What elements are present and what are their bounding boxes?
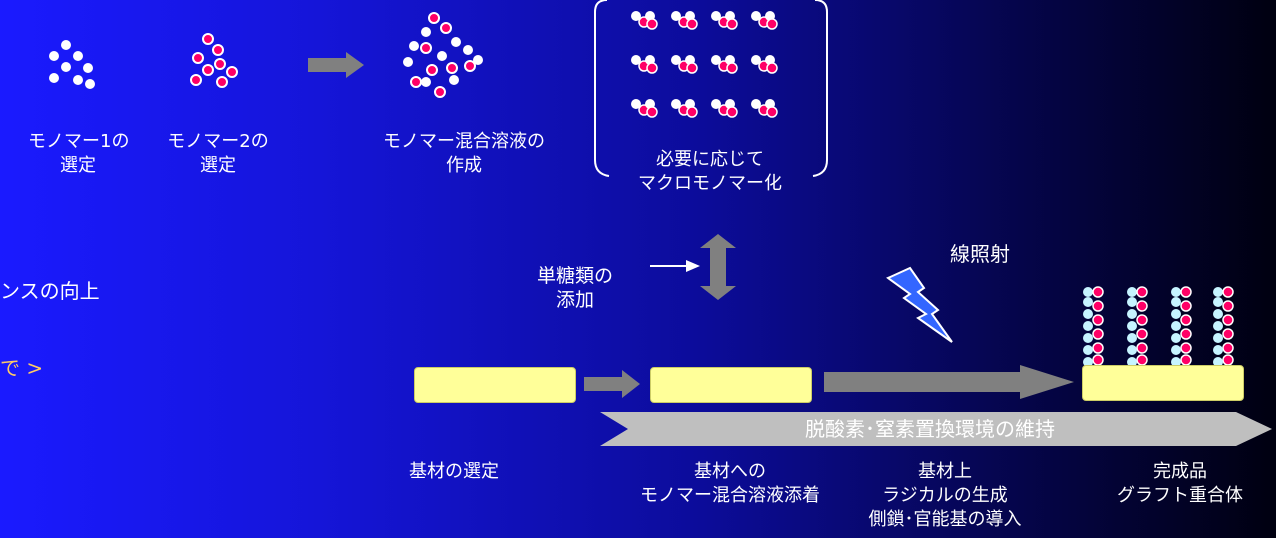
coating-label-line2: モノマー混合溶液添着	[640, 485, 820, 506]
graft-polymer-chains-icon	[1082, 286, 1234, 368]
monomer1-label: モノマー1の 選定	[28, 130, 130, 178]
arrow-coating-to-product-icon	[824, 365, 1074, 399]
monosaccharide-label-line2: 添加	[555, 289, 594, 311]
macromonomer-label-line2: マクロモノマー化	[638, 173, 782, 194]
mixture-label-line1: モノマー混合溶液の	[383, 131, 545, 152]
macromonomer-grid-icon	[630, 10, 778, 118]
radical-label: 基材上 ラジカルの生成 側鎖･官能基の導入	[850, 460, 1040, 532]
substrate-1	[414, 367, 576, 403]
environment-band-label: 脱酸素･窒素置換環境の維持	[805, 417, 1055, 441]
substrate-2	[650, 367, 812, 403]
monomer1-label-line1: モノマー1の	[28, 131, 130, 152]
monomer1-cluster-icon	[49, 40, 95, 89]
coating-label-line1: 基材への	[694, 461, 766, 482]
monomer2-label-line1: モノマー2の	[167, 131, 269, 152]
irradiation-label: 線照射	[950, 242, 1010, 266]
substrate-product	[1082, 365, 1244, 401]
mixture-label-line2: 作成	[446, 155, 482, 176]
double-vertical-arrow-icon	[700, 234, 736, 300]
monosaccharide-label: 単糖類の 添加	[520, 264, 630, 312]
macromonomer-bracket	[594, 0, 828, 177]
mixture-label: モノマー混合溶液の 作成	[374, 130, 554, 178]
left-partial-text-1: ンスの向上	[0, 279, 100, 303]
environment-band	[600, 412, 1272, 446]
monosaccharide-label-line1: 単糖類の	[536, 265, 613, 287]
substrate-selection-label: 基材の選定	[409, 461, 499, 482]
radical-label-line2: ラジカルの生成	[882, 485, 1008, 506]
arrow-to-mixture-icon	[308, 52, 364, 78]
lightning-icon	[886, 266, 953, 343]
product-label-line1: 完成品	[1153, 461, 1207, 482]
product-label-line2: グラフト重合体	[1117, 485, 1243, 506]
monomer2-label-line2: 選定	[200, 155, 236, 176]
coating-label: 基材への モノマー混合溶液添着	[620, 460, 840, 508]
radical-label-line3: 側鎖･官能基の導入	[868, 509, 1022, 530]
left-partial-text-2: で >	[0, 356, 44, 380]
monomer1-label-line2: 選定	[60, 155, 96, 176]
monomer2-label: モノマー2の 選定	[163, 130, 273, 178]
macromonomer-label-line1: 必要に応じて	[656, 149, 764, 170]
macromonomer-label: 必要に応じて マクロモノマー化	[620, 148, 800, 196]
product-label: 完成品 グラフト重合体	[1100, 460, 1260, 508]
monomer2-cluster-icon	[190, 33, 238, 88]
radical-label-line1: 基材上	[918, 461, 972, 482]
mixture-cluster-icon	[403, 12, 483, 98]
pointer-arrow-icon	[650, 260, 700, 272]
arrow-substrate-to-coating-icon	[584, 370, 640, 398]
